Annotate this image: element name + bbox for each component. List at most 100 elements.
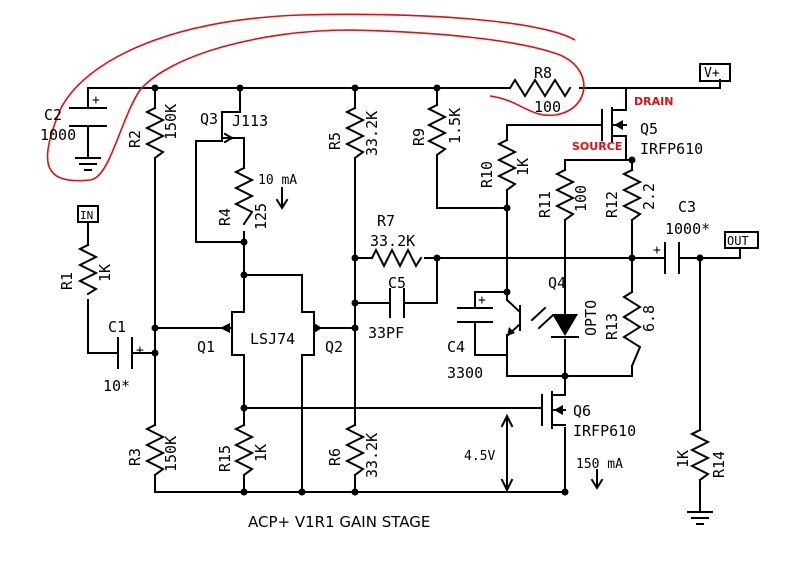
r3-ref: R3 <box>126 448 144 466</box>
q3-r4-wire <box>195 87 245 243</box>
c4-value: 3300 <box>447 364 483 382</box>
r14-ref: R14 <box>710 451 728 478</box>
r10-symbol <box>496 138 518 192</box>
q5-mosfet <box>601 107 627 143</box>
q1-arrow <box>220 323 230 333</box>
junction-dot <box>433 254 441 262</box>
r14-value: 1K <box>674 450 692 468</box>
q5-arrow <box>614 120 623 130</box>
r14-symbol <box>689 428 711 482</box>
in-label: IN <box>80 209 93 222</box>
q2-body <box>301 311 323 356</box>
r3-symbol <box>144 423 166 477</box>
junction-dot <box>351 299 359 307</box>
junction-dot <box>503 204 511 212</box>
c1-value: 10* <box>103 377 130 395</box>
source-annotation: SOURCE <box>572 140 622 153</box>
r13-value: 6.8 <box>640 305 658 332</box>
resistors <box>77 78 711 482</box>
r15-value: 1K <box>252 444 270 462</box>
c3-plus: + <box>653 243 661 258</box>
junction-dot <box>696 254 704 262</box>
junction-dot <box>561 488 569 496</box>
r12-value: 2.2 <box>640 183 658 210</box>
r11-ref: R11 <box>536 191 554 218</box>
q2-jfet <box>301 311 323 356</box>
c4-ref: C4 <box>447 338 465 356</box>
r5-symbol <box>344 106 366 160</box>
ground-symbol <box>687 511 713 525</box>
junction-dot <box>433 84 441 92</box>
vplus-label: V+ <box>704 66 720 81</box>
junction-dot <box>351 254 359 262</box>
r1-symbol <box>77 243 99 296</box>
junction-dot <box>240 238 248 246</box>
q3-arrow <box>223 132 234 144</box>
current-arrow-q3 <box>275 187 289 210</box>
hand-drawn-loop <box>46 13 585 182</box>
r2-symbol <box>144 106 166 160</box>
out-label: OUT <box>727 234 749 248</box>
opto-light-arrows <box>530 306 554 330</box>
out-port <box>724 231 759 249</box>
junction-dot <box>151 349 159 357</box>
input-wire <box>87 221 156 354</box>
q4-c4-wire <box>474 291 566 377</box>
r6-value: 33.2K <box>363 433 381 478</box>
c5-value: 33PF <box>368 324 404 342</box>
current-label-q3: 10 mA <box>258 173 297 188</box>
capacitors: + + + + <box>69 93 680 369</box>
diagram-title: ACP+ V1R1 GAIN STAGE <box>248 513 430 531</box>
c3-value: 1000* <box>665 220 710 238</box>
c2-plus: + <box>92 93 100 108</box>
junction-dot <box>298 488 306 496</box>
ports: V+ IN OUT <box>77 63 759 249</box>
q4-part: OPTO <box>582 300 600 336</box>
r7-ref: R7 <box>377 212 395 230</box>
r3-value: 150K <box>162 436 180 472</box>
c2-ref: C2 <box>44 106 62 124</box>
q5-part: IRFP610 <box>640 140 703 158</box>
r13-symbol <box>622 290 642 368</box>
q1-body <box>219 311 245 356</box>
r10-ref: R10 <box>478 161 496 188</box>
r15-ref: R15 <box>216 445 234 472</box>
c1-symbol <box>117 337 133 369</box>
voltage-arrow <box>500 413 514 493</box>
r12-ref: R12 <box>603 191 621 218</box>
junction-dot <box>151 84 159 92</box>
q1-ref: Q1 <box>197 338 215 356</box>
grounds <box>75 157 713 525</box>
junction-dot <box>503 288 511 296</box>
r5-value: 33.2K <box>363 111 381 156</box>
q5-body <box>601 107 627 143</box>
output-node-wire <box>436 247 741 259</box>
r6-ref: R6 <box>326 448 344 466</box>
q3-ref: Q3 <box>200 110 218 128</box>
c1-plus: + <box>136 343 144 358</box>
q6-ref: Q6 <box>573 402 591 420</box>
c4-symbol <box>457 307 493 323</box>
q4-ref: Q4 <box>548 274 566 292</box>
r8-symbol <box>508 78 572 98</box>
q3-jfet <box>221 111 245 144</box>
junction-dot <box>151 324 159 332</box>
r12-symbol <box>621 168 643 222</box>
junction-dot <box>351 488 359 496</box>
q6-body <box>541 391 566 429</box>
q5-ref: Q5 <box>640 120 658 138</box>
junction-dot <box>240 404 248 412</box>
q3-part: J113 <box>232 112 268 130</box>
c3-ref: C3 <box>678 198 696 216</box>
q6-arrow <box>554 405 563 415</box>
opto-led <box>551 304 579 338</box>
r4-value: 125 <box>252 203 270 230</box>
in-port <box>77 205 99 223</box>
q6-part: IRFP610 <box>573 422 636 440</box>
labels: R2 150K R3 150K R1 1K R4 125 R15 1K R5 3… <box>40 64 728 531</box>
r8-value: 100 <box>534 98 561 116</box>
opto-led-triangle <box>552 314 578 336</box>
r4-symbol <box>233 166 255 226</box>
ground-symbol <box>75 157 101 171</box>
junction-dot <box>240 488 248 496</box>
